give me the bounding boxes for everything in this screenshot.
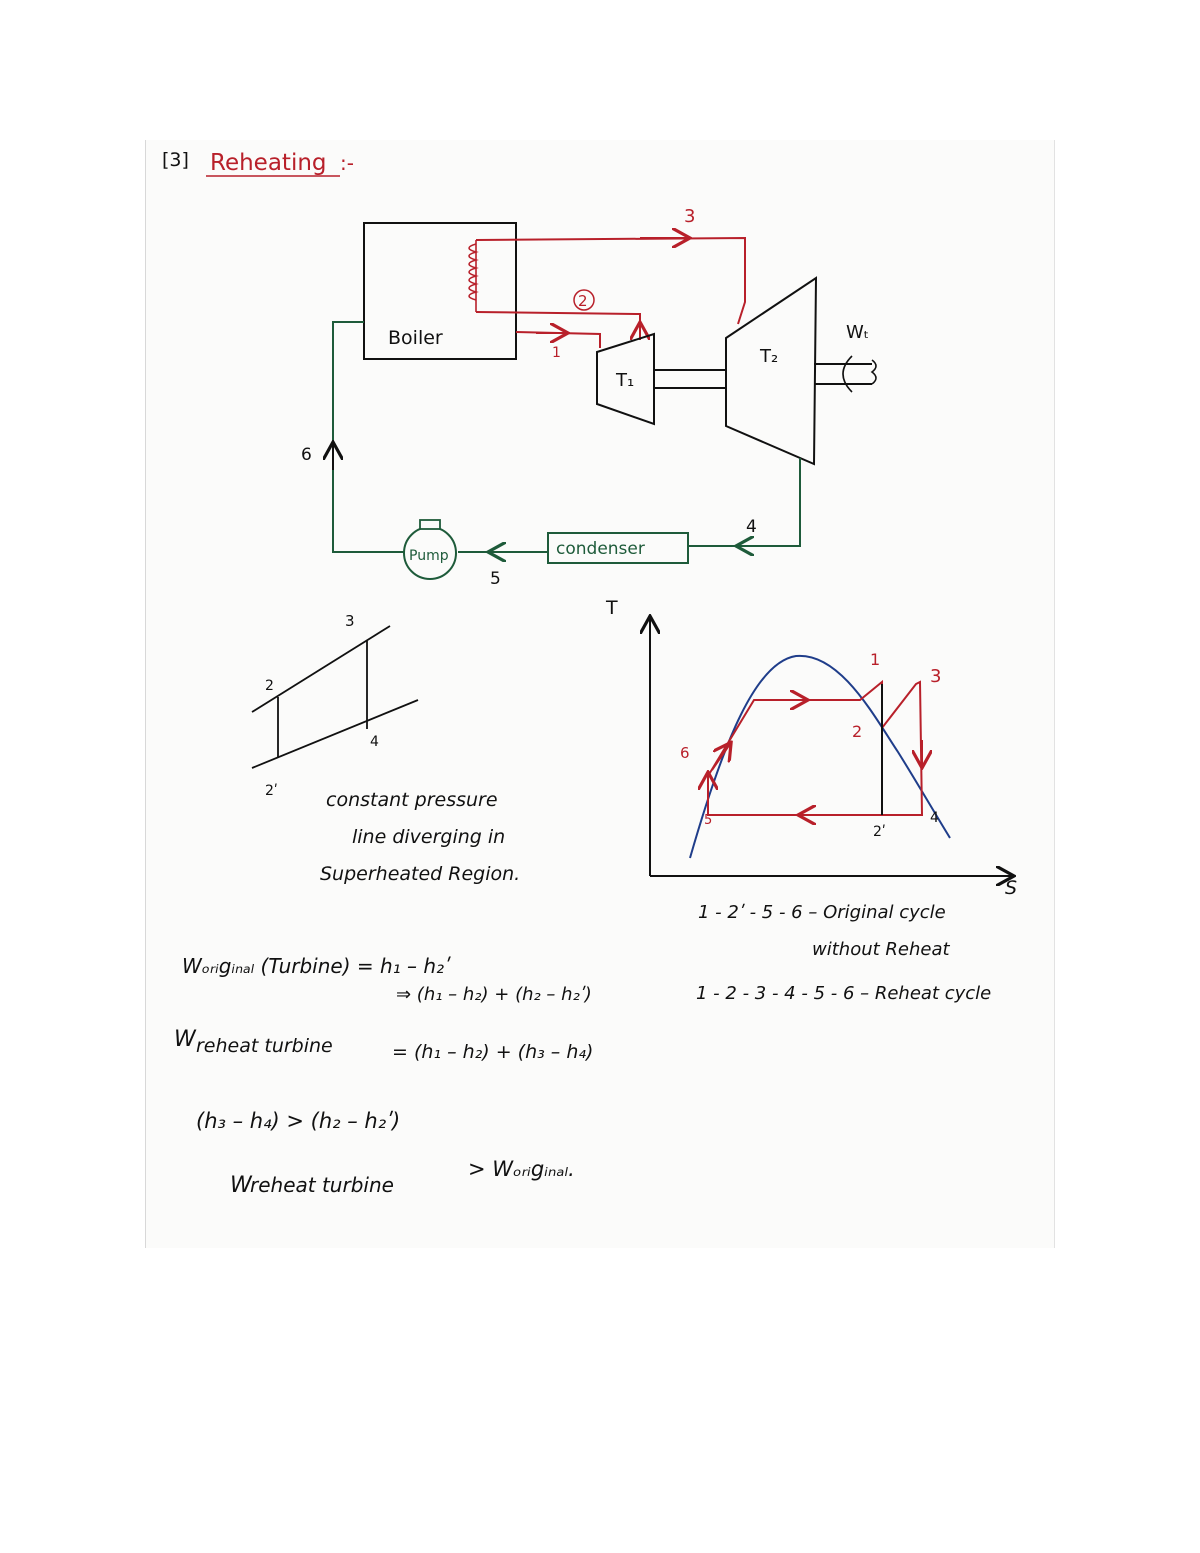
eq-w-reheat-rhs: = (h₁ – h₂) + (h₃ – h₄) <box>392 1041 593 1063</box>
boiler-label: Boiler <box>388 327 443 349</box>
legend-original-line2: without Reheat <box>812 939 950 960</box>
heading-suffix: :- <box>340 151 354 175</box>
eq-conclusion-subscript: reheat turbine <box>250 1173 394 1197</box>
state-label-1: 1 <box>552 345 561 361</box>
turbine-t1 <box>596 332 655 426</box>
note-line-1: constant pressure <box>326 789 498 811</box>
state-label-6: 6 <box>301 445 312 465</box>
turbine-t2-label: T₂ <box>759 346 778 367</box>
low-pressure-line <box>251 699 419 769</box>
shaft-coupling-icon <box>870 359 877 385</box>
state-label-4: 4 <box>746 517 757 537</box>
notebook-page <box>145 140 1055 1248</box>
state-label-5: 5 <box>490 569 501 589</box>
pressure-lines-sketch: 2 3 4 2ʹ constant pressure line divergin… <box>251 612 520 885</box>
heading-number: [3] <box>162 149 189 171</box>
state-circle-2 <box>573 289 595 311</box>
heating-arrow <box>711 744 730 771</box>
sketch-label-2prime: 2ʹ <box>265 783 278 799</box>
ts-diagram: T S 1 2 3 4 5 6 2ʹ <box>605 597 1017 899</box>
high-pressure-line <box>251 625 391 713</box>
eq-conclusion-symbol: W <box>230 1173 253 1198</box>
eq-inequality: (h₃ – h₄) > (h₂ – h₂ʹ) <box>196 1109 400 1133</box>
heading-title: Reheating <box>210 150 327 176</box>
sketch-label-4: 4 <box>370 734 379 750</box>
shaft-rotation-icon <box>842 355 853 393</box>
reheat-line-3 <box>475 236 746 325</box>
s-axis-label: S <box>1005 877 1017 899</box>
eq-w-reheat-symbol: W <box>174 1027 197 1052</box>
reheat-coil-icon <box>468 243 479 301</box>
state-label-2: 2 <box>578 292 588 310</box>
legend-original-line1: 1 - 2ʹ - 5 - 6 – Original cycle <box>698 902 946 923</box>
note-line-3: Superheated Region. <box>320 863 520 885</box>
condenser-box <box>547 532 689 564</box>
condenser-label: condenser <box>556 539 645 559</box>
t-axis-label: T <box>605 597 618 619</box>
eq-w-reheat-subscript: reheat turbine <box>196 1035 333 1057</box>
ts-label-2prime: 2ʹ <box>873 824 886 840</box>
state-label-3: 3 <box>684 206 695 227</box>
eq-w-original: Wₒᵣᵢgᵢₙₐₗ (Turbine) = h₁ – h₂ʹ <box>182 954 451 978</box>
saturation-dome <box>689 654 951 859</box>
pump-label: Pump <box>409 548 449 564</box>
feed-line-6 <box>332 321 404 553</box>
legend-reheat: 1 - 2 - 3 - 4 - 5 - 6 – Reheat cycle <box>696 983 991 1004</box>
ts-label-6: 6 <box>680 744 690 762</box>
ts-label-3: 3 <box>930 666 941 687</box>
boiler-box <box>363 222 517 360</box>
sketch-label-3: 3 <box>345 612 355 630</box>
exhaust-line-4 <box>688 458 801 547</box>
ts-label-1: 1 <box>870 650 880 669</box>
reheat-cycle-path <box>707 679 924 816</box>
ts-label-5: 5 <box>704 813 712 828</box>
turbine-t1-label: T₁ <box>615 370 634 391</box>
plant-schematic: Boiler 3 2 1 T₁ T₂ Wₜ 4 <box>301 206 877 589</box>
eq-w-original-expanded: ⇒ (h₁ – h₂) + (h₂ – h₂ʹ) <box>396 984 592 1005</box>
note-line-2: line diverging in <box>352 826 505 848</box>
ts-label-4: 4 <box>930 810 939 826</box>
turbine-t2 <box>725 276 818 466</box>
ts-label-2: 2 <box>852 722 862 741</box>
eq-conclusion-rhs: > Wₒᵣᵢgᵢₙₐₗ. <box>468 1157 575 1181</box>
pump-neck <box>419 519 441 530</box>
sketch-label-2: 2 <box>265 678 274 694</box>
work-label: Wₜ <box>846 322 869 343</box>
